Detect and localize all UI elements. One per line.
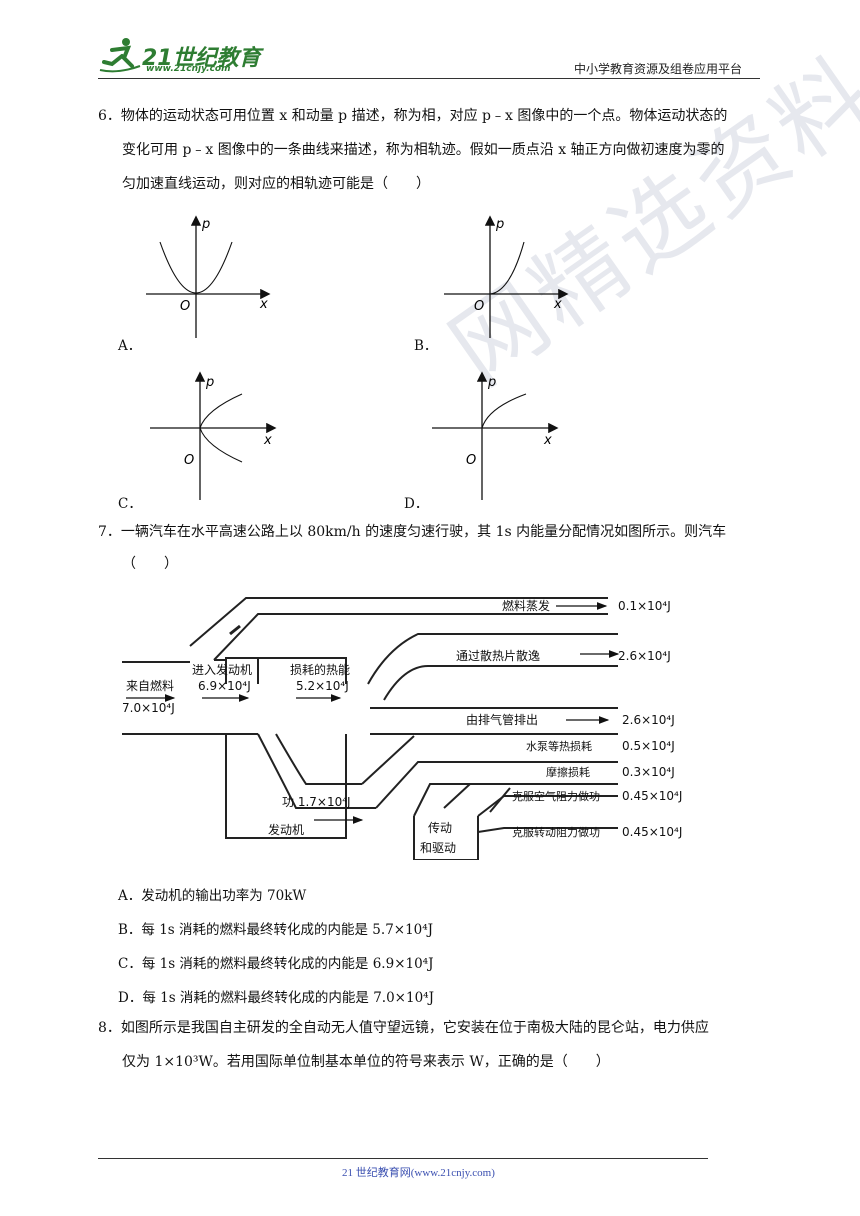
graph-d-p-label: p — [487, 375, 496, 390]
label-work: 功 1.7×10⁴J — [282, 795, 351, 809]
graph-b-origin: O — [474, 299, 484, 314]
q7-line1: 7．一辆汽车在水平高速公路上以 80km/h 的速度匀速行驶，其 1s 内能量分… — [98, 524, 727, 540]
graph-d-origin: O — [466, 453, 476, 468]
label-friction: 摩擦损耗 — [546, 765, 590, 779]
graph-a-p-label: p — [201, 217, 210, 232]
option-c-label[interactable]: C． — [118, 496, 142, 512]
graph-a-origin: O — [180, 299, 190, 314]
q8-line2: 仅为 1×10³W。若用国际单位制基本单位的符号来表示 W，正确的是（ ） — [122, 1054, 610, 1070]
option-b-label[interactable]: B． — [414, 338, 438, 354]
label-pump: 水泵等热损耗 — [526, 739, 592, 753]
footer-text[interactable]: 21 世纪教育网(www.21cnjy.com) — [342, 1167, 495, 1179]
graph-b-x-label: x — [553, 297, 562, 312]
label-rolling: 克服转动阻力做功 — [512, 825, 600, 839]
header-divider — [98, 78, 760, 79]
q7-option-c[interactable]: C．每 1s 消耗的燃料最终转化成的内能是 6.9×10⁴J — [118, 956, 434, 972]
footer-divider — [98, 1158, 708, 1159]
graph-c-x-label: x — [263, 433, 272, 448]
graph-b: p x O — [444, 215, 569, 338]
platform-title: 中小学教育资源及组卷应用平台 — [574, 62, 743, 76]
value-pump: 0.5×10⁴J — [622, 739, 675, 753]
graph-c-origin: O — [184, 453, 194, 468]
value-rolling: 0.45×10⁴J — [622, 825, 682, 839]
value-exhaust: 2.6×10⁴J — [622, 713, 675, 727]
logo-url: www.21cnjy.com — [146, 64, 231, 74]
label-fuel-evap: 燃料蒸发 — [502, 598, 550, 613]
q8-line1: 8．如图所示是我国自主研发的全自动无人值守望远镜，它安装在位于南极大陆的昆仑站，… — [98, 1020, 709, 1036]
graph-c-p-label: p — [205, 375, 214, 390]
graph-b-p-label: p — [495, 217, 504, 232]
logo: 21世纪教育 www.21cnjy.com — [98, 36, 268, 76]
label-transmission-1: 传动 — [428, 820, 452, 835]
value-heat-loss: 5.2×10⁴J — [296, 679, 349, 693]
energy-flow-diagram: 燃料蒸发 0.1×10⁴J 通过散热片散逸 2.6×10⁴J 来自燃料 7.0×… — [122, 597, 682, 860]
value-fuel-evap: 0.1×10⁴J — [618, 599, 671, 613]
label-from-fuel: 来自燃料 — [126, 678, 174, 693]
graph-c: p x O — [150, 371, 277, 500]
label-into-engine: 进入发动机 — [192, 662, 252, 677]
q7-option-a[interactable]: A．发动机的输出功率为 70kW — [118, 888, 307, 904]
q6-line2: 变化可用 p﹣x 图像中的一条曲线来描述，称为相轨迹。假如一质点沿 x 轴正方向… — [122, 142, 725, 158]
runner-logo-icon — [99, 38, 141, 73]
option-a-label[interactable]: A． — [118, 338, 142, 354]
label-radiator: 通过散热片散逸 — [456, 648, 540, 663]
graph-d-x-label: x — [543, 433, 552, 448]
value-friction: 0.3×10⁴J — [622, 765, 675, 779]
q7-line2: （ ） — [122, 556, 178, 572]
option-d-label[interactable]: D． — [404, 496, 429, 512]
graph-d: p x O — [432, 371, 559, 500]
logo-text: 21世纪教育 — [142, 46, 261, 71]
label-engine: 发动机 — [268, 822, 304, 837]
value-from-fuel: 7.0×10⁴J — [122, 701, 175, 715]
graph-a: p x O — [146, 215, 271, 338]
label-air: 克服空气阻力做功 — [512, 789, 600, 803]
q7-option-d[interactable]: D．每 1s 消耗的燃料最终转化成的内能是 7.0×10⁴J — [118, 990, 434, 1006]
value-into-engine: 6.9×10⁴J — [198, 679, 251, 693]
label-exhaust: 由排气管排出 — [466, 712, 538, 727]
graph-a-x-label: x — [259, 297, 268, 312]
q6-line1: 6．物体的运动状态可用位置 x 和动量 p 描述，称为相，对应 p﹣x 图像中的… — [98, 108, 728, 124]
value-air: 0.45×10⁴J — [622, 789, 682, 803]
q6-line3: 匀加速直线运动，则对应的相轨迹可能是（ ） — [122, 176, 430, 192]
label-transmission-2: 和驱动 — [420, 841, 456, 855]
q7-option-b[interactable]: B．每 1s 消耗的燃料最终转化成的内能是 5.7×10⁴J — [118, 922, 434, 938]
value-radiator: 2.6×10⁴J — [618, 649, 671, 663]
label-heat-loss: 损耗的热能 — [290, 662, 350, 677]
